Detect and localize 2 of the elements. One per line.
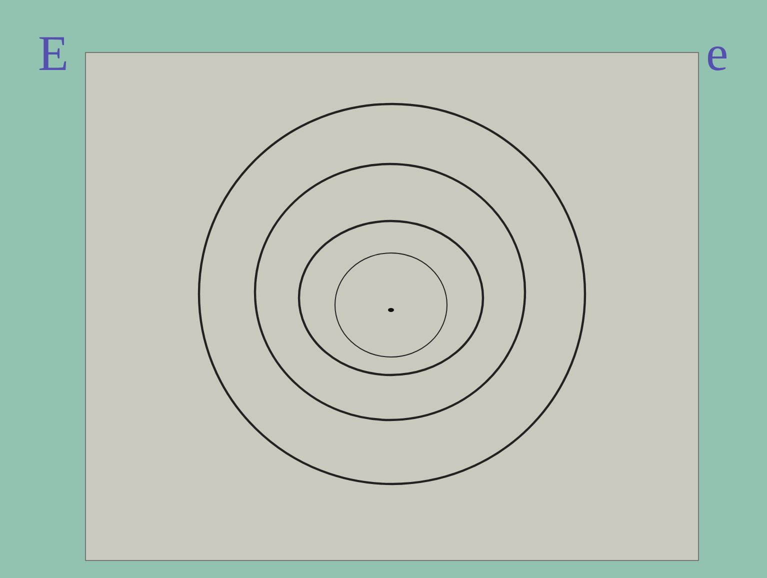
slide-title-fragment: e <box>706 28 728 78</box>
slide-title-fragment: E <box>38 28 69 78</box>
